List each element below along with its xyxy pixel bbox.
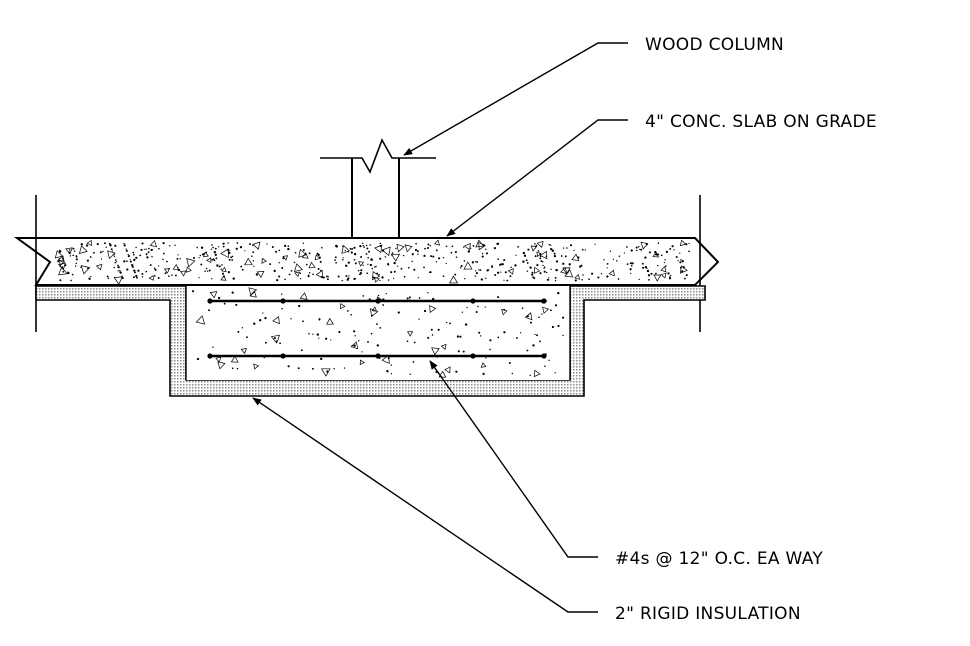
label-wood-column: WOOD COLUMN [645, 35, 784, 55]
footing-stipple [191, 287, 565, 378]
wood-column [320, 138, 436, 238]
rebar-bottom [207, 353, 547, 359]
leader-insulation [252, 397, 598, 613]
rebar-top [207, 298, 547, 304]
slab-stipple [54, 239, 690, 285]
wall-lines [35, 195, 701, 332]
label-rebar: #4s @ 12" O.C. EA WAY [615, 549, 823, 569]
leader-rebar [429, 360, 598, 558]
concrete-slab [13, 237, 720, 286]
leader-slab [446, 119, 628, 237]
leader-wood-column [403, 42, 628, 156]
label-slab: 4" CONC. SLAB ON GRADE [645, 112, 877, 132]
label-insulation: 2" RIGID INSULATION [615, 604, 801, 624]
